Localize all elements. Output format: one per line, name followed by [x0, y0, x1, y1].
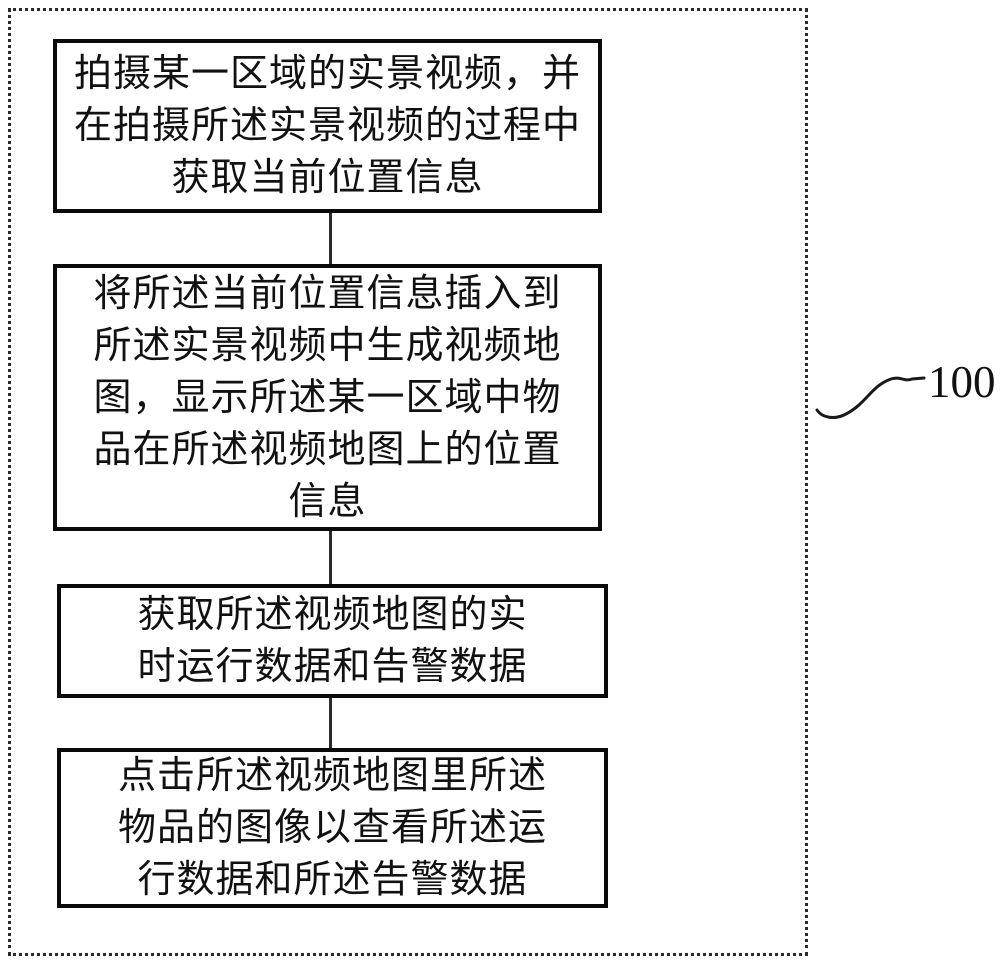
connector-line-2-3	[329, 531, 332, 584]
figure-dotted-boundary	[8, 8, 808, 956]
flow-step-3: 获取所述视频地图的实 时运行数据和告警数据	[57, 584, 608, 698]
connector-line-3-4	[329, 698, 332, 748]
figure-label: 100	[928, 357, 996, 407]
flow-step-1: 拍摄某一区域的实景视频，并 在拍摄所述实景视频的过程中 获取当前位置信息	[53, 39, 602, 213]
leader-line	[815, 376, 926, 419]
connector-line-1-2	[329, 213, 332, 264]
flow-step-4: 点击所述视频地图里所述 物品的图像以查看所述运 行数据和所述告警数据	[57, 748, 608, 908]
flow-step-2: 将所述当前位置信息插入到 所述实景视频中生成视频地 图，显示所述某一区域中物 品…	[53, 264, 602, 531]
